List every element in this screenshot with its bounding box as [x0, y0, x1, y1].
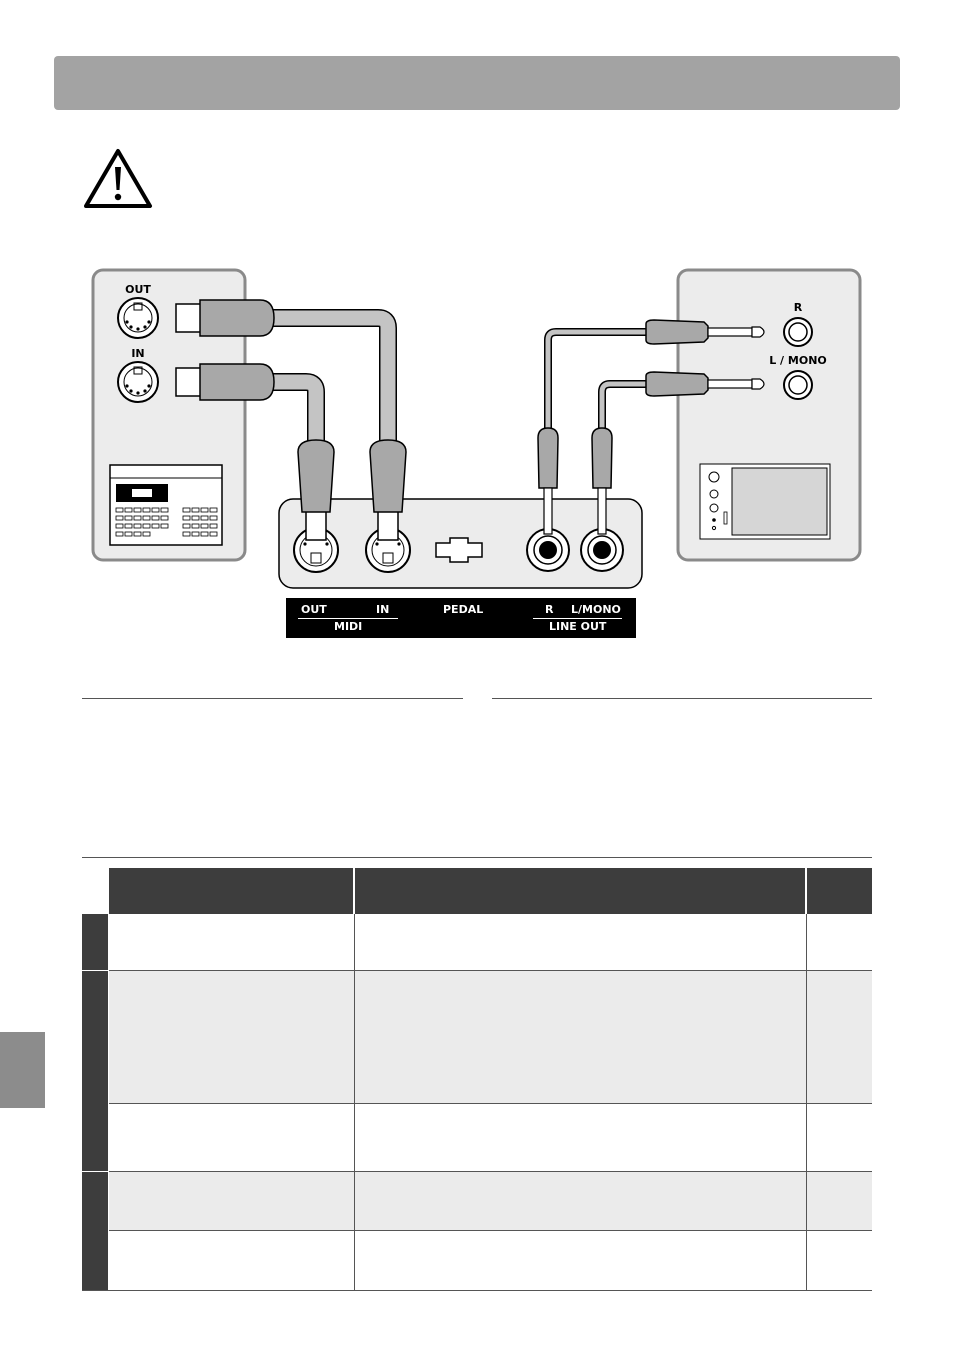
- panel-side-plugs: [297, 427, 613, 541]
- chapter-side-tab: [0, 1032, 45, 1108]
- instrument-jack-panel: [278, 498, 643, 589]
- external-audio-device: R L / MONO: [676, 268, 862, 562]
- device-l-mono-jack: [783, 370, 813, 400]
- label-midi-in: IN: [376, 603, 390, 616]
- amplifier-illustration: [699, 463, 831, 540]
- label-midi-group: MIDI: [334, 620, 363, 633]
- table-column-divider: [354, 914, 355, 1290]
- table-group-marker-2: [82, 971, 108, 1171]
- table-row: [109, 1231, 872, 1290]
- device-midi-out-label: OUT: [125, 283, 151, 296]
- table-header-cell-2: [355, 868, 805, 914]
- panel-pedal-connector: [435, 537, 483, 563]
- line-out-group-rule: [533, 618, 622, 619]
- panel-midi-in-socket: [365, 527, 411, 573]
- device-midi-in-socket: [117, 361, 159, 403]
- table-row: [109, 914, 872, 971]
- table-row: [109, 1172, 872, 1231]
- device-r-jack: [783, 317, 813, 347]
- table-header-cell-3: [807, 868, 872, 914]
- right-column-rule: [492, 698, 872, 699]
- connection-diagram: OUT IN: [91, 268, 862, 589]
- audio-cables: [544, 319, 765, 440]
- midi-cables: [175, 299, 397, 450]
- left-column-rule: [82, 698, 463, 699]
- label-midi-out: OUT: [301, 603, 327, 616]
- label-line-l-mono: L/MONO: [571, 603, 621, 616]
- page-header-bar: [54, 56, 900, 110]
- midi-group-rule: [298, 618, 398, 619]
- device-l-mono-label: L / MONO: [769, 354, 827, 367]
- table-bottom-rule: [82, 1290, 872, 1291]
- panel-label-strip: OUT IN PEDAL R L/MONO MIDI LINE OUT: [286, 598, 636, 638]
- table-column-divider: [806, 914, 807, 1290]
- external-midi-device: OUT IN: [91, 268, 247, 562]
- table-group-marker-3: [82, 1172, 108, 1290]
- table-group-marker-1: [82, 914, 108, 970]
- panel-line-r-jack: [526, 528, 570, 572]
- sequencer-illustration: [109, 464, 223, 546]
- label-line-out-group: LINE OUT: [549, 620, 607, 633]
- specification-table: [82, 857, 872, 1291]
- label-line-r: R: [545, 603, 554, 616]
- table-row: [109, 1104, 872, 1172]
- device-midi-out-socket: [117, 297, 159, 339]
- table-row: [109, 971, 872, 1104]
- label-pedal: PEDAL: [443, 603, 484, 616]
- device-midi-in-label: IN: [131, 347, 144, 360]
- warning-triangle-icon: [84, 149, 152, 208]
- device-r-label: R: [794, 301, 803, 314]
- table-top-rule: [82, 857, 872, 858]
- table-header-cell-1: [109, 868, 353, 914]
- panel-line-l-mono-jack: [580, 528, 624, 572]
